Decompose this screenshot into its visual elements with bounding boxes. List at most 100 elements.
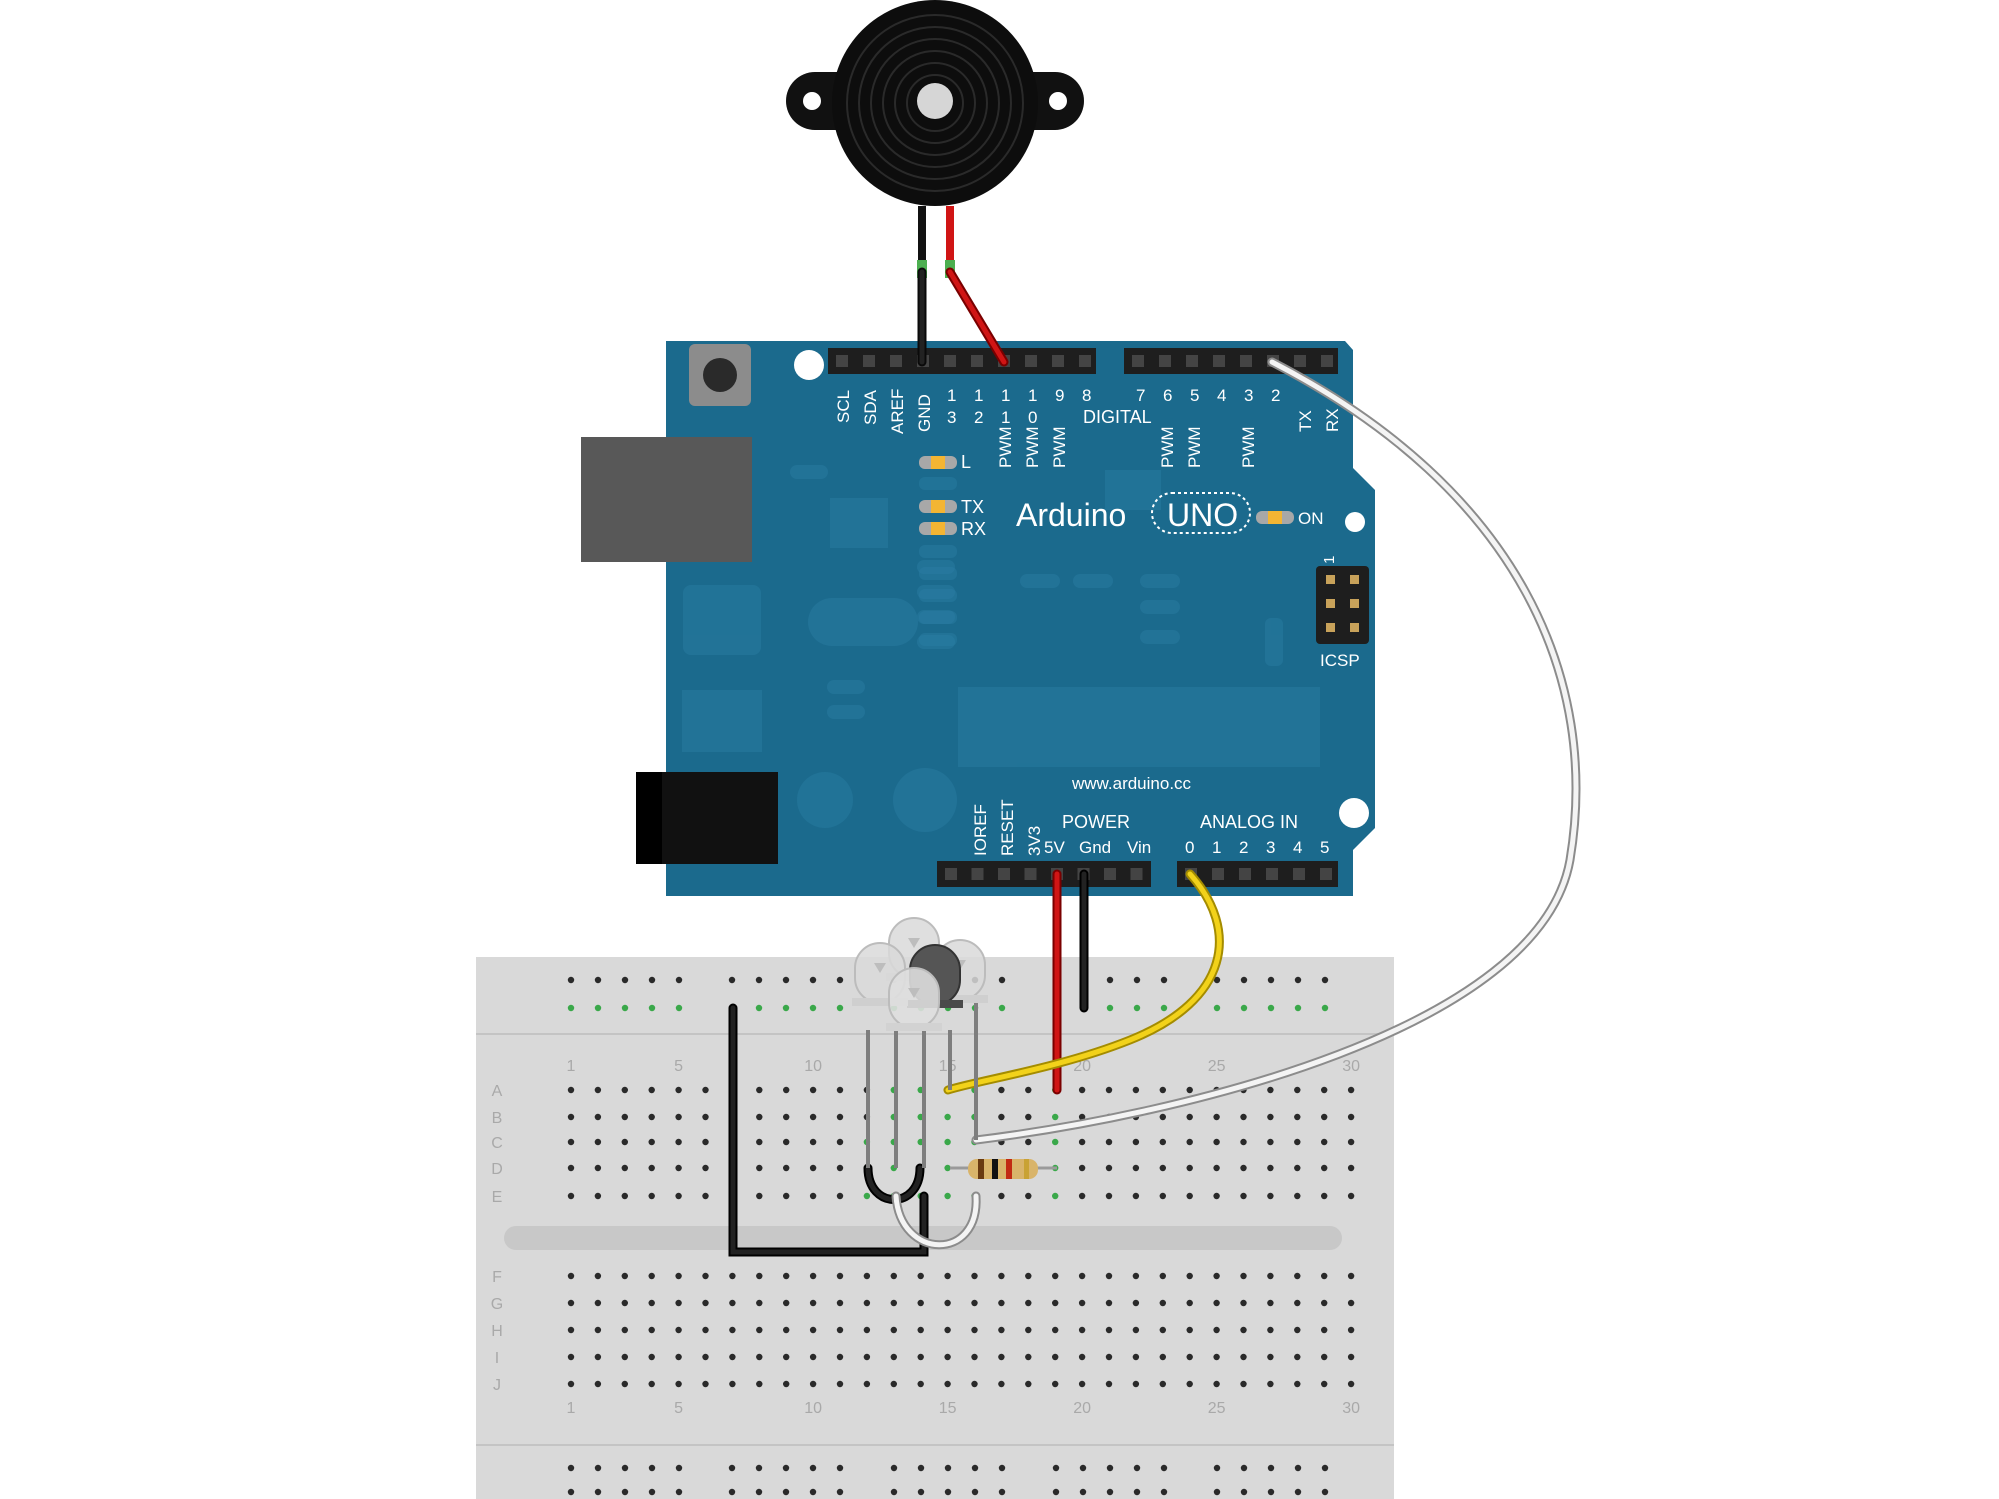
breadboard-hole[interactable] (729, 1299, 736, 1307)
breadboard-hole[interactable] (1186, 1164, 1193, 1172)
breadboard-hole[interactable] (1321, 1326, 1328, 1334)
rail-hole[interactable] (567, 1004, 575, 1012)
reset-button-cap[interactable] (703, 358, 737, 392)
breadboard-hole[interactable] (621, 1192, 628, 1200)
breadboard-hole[interactable] (809, 1272, 817, 1280)
rail-hole[interactable] (594, 1464, 602, 1472)
breadboard-hole[interactable] (1213, 1353, 1220, 1361)
breadboard-hole[interactable] (756, 1299, 763, 1307)
breadboard-hole[interactable] (998, 1113, 1005, 1121)
breadboard-hole[interactable] (1078, 1192, 1086, 1200)
breadboard-hole[interactable] (621, 1086, 628, 1094)
breadboard-hole[interactable] (702, 1353, 709, 1361)
header-hole[interactable] (1079, 355, 1091, 367)
rail-hole[interactable] (998, 1488, 1006, 1496)
breadboard-hole[interactable] (971, 1380, 978, 1388)
breadboard-hole[interactable] (1025, 1272, 1032, 1280)
breadboard-hole[interactable] (1159, 1299, 1167, 1307)
rail-hole[interactable] (1240, 1464, 1248, 1472)
breadboard-hole[interactable] (1294, 1138, 1301, 1146)
breadboard-hole[interactable] (675, 1272, 682, 1280)
breadboard-hole[interactable] (917, 1272, 924, 1280)
breadboard-hole[interactable] (648, 1326, 655, 1334)
breadboard-hole[interactable] (809, 1086, 817, 1094)
rail-hole[interactable] (1160, 976, 1168, 984)
breadboard-hole[interactable] (836, 1380, 844, 1388)
breadboard-hole[interactable] (998, 1272, 1005, 1280)
rail-hole[interactable] (782, 976, 790, 984)
breadboard-hole[interactable] (648, 1380, 655, 1388)
header-hole[interactable] (944, 355, 956, 367)
breadboard-hole[interactable] (783, 1192, 790, 1200)
breadboard-hole[interactable] (621, 1299, 628, 1307)
breadboard-hole[interactable] (1025, 1138, 1032, 1146)
breadboard-hole[interactable] (1132, 1299, 1140, 1307)
breadboard-hole[interactable] (702, 1192, 709, 1200)
rail-hole[interactable] (675, 1488, 683, 1496)
header-hole[interactable] (945, 868, 957, 880)
breadboard-hole[interactable] (836, 1299, 844, 1307)
breadboard-hole[interactable] (1052, 1353, 1059, 1361)
rail-hole[interactable] (728, 1464, 736, 1472)
breadboard-hole[interactable] (1347, 1138, 1355, 1146)
breadboard-hole[interactable] (567, 1138, 575, 1146)
rail-hole[interactable] (809, 1464, 817, 1472)
rail-hole[interactable] (998, 976, 1006, 984)
breadboard-hole[interactable] (1240, 1138, 1247, 1146)
rail-hole[interactable] (675, 1464, 683, 1472)
breadboard-hole[interactable] (971, 1353, 978, 1361)
breadboard-hole[interactable] (702, 1380, 709, 1388)
rail-hole[interactable] (1106, 1004, 1114, 1012)
breadboard-hole[interactable] (836, 1086, 844, 1094)
breadboard-hole[interactable] (756, 1380, 763, 1388)
breadboard-hole[interactable] (863, 1326, 871, 1334)
header-hole[interactable] (1294, 355, 1306, 367)
breadboard-hole[interactable] (1321, 1138, 1328, 1146)
breadboard-hole[interactable] (675, 1164, 682, 1172)
breadboard-hole[interactable] (567, 1164, 575, 1172)
breadboard-hole[interactable] (756, 1353, 763, 1361)
breadboard-hole[interactable] (1240, 1113, 1247, 1121)
rail-hole[interactable] (1079, 1464, 1087, 1472)
breadboard-hole[interactable] (1186, 1272, 1193, 1280)
breadboard-hole[interactable] (1267, 1299, 1274, 1307)
breadboard-hole[interactable] (1267, 1380, 1274, 1388)
header-hole[interactable] (1132, 355, 1144, 367)
breadboard-hole[interactable] (1213, 1138, 1220, 1146)
breadboard-hole[interactable] (702, 1113, 709, 1121)
breadboard-hole[interactable] (1267, 1138, 1274, 1146)
breadboard-hole[interactable] (1347, 1113, 1355, 1121)
breadboard-hole[interactable] (567, 1380, 575, 1388)
breadboard-hole[interactable] (1159, 1113, 1167, 1121)
rail-hole[interactable] (621, 1004, 629, 1012)
rail-hole[interactable] (782, 1464, 790, 1472)
breadboard-hole[interactable] (594, 1113, 602, 1121)
rail-hole[interactable] (567, 976, 575, 984)
breadboard-hole[interactable] (836, 1272, 844, 1280)
breadboard-hole[interactable] (1267, 1326, 1274, 1334)
breadboard-hole[interactable] (675, 1138, 682, 1146)
breadboard-hole[interactable] (594, 1380, 602, 1388)
breadboard-hole[interactable] (1159, 1192, 1167, 1200)
breadboard-hole[interactable] (998, 1086, 1005, 1094)
rail-hole[interactable] (782, 1004, 790, 1012)
breadboard-hole[interactable] (1132, 1272, 1140, 1280)
breadboard-hole[interactable] (729, 1272, 736, 1280)
breadboard-hole[interactable] (944, 1380, 951, 1388)
breadboard-hole[interactable] (783, 1353, 790, 1361)
breadboard-hole[interactable] (1159, 1086, 1167, 1094)
rail-hole[interactable] (567, 1464, 575, 1472)
breadboard-hole[interactable] (702, 1299, 709, 1307)
breadboard-hole[interactable] (809, 1138, 817, 1146)
breadboard-hole[interactable] (1132, 1353, 1140, 1361)
breadboard-hole[interactable] (1025, 1192, 1032, 1200)
breadboard-hole[interactable] (756, 1138, 763, 1146)
breadboard-hole[interactable] (1105, 1353, 1113, 1361)
header-hole[interactable] (890, 355, 902, 367)
breadboard-hole[interactable] (1347, 1086, 1355, 1094)
rail-hole[interactable] (998, 1004, 1006, 1012)
breadboard-hole[interactable] (1267, 1192, 1274, 1200)
breadboard-hole[interactable] (729, 1380, 736, 1388)
breadboard-hole[interactable] (1213, 1380, 1220, 1388)
breadboard-hole[interactable] (944, 1272, 951, 1280)
